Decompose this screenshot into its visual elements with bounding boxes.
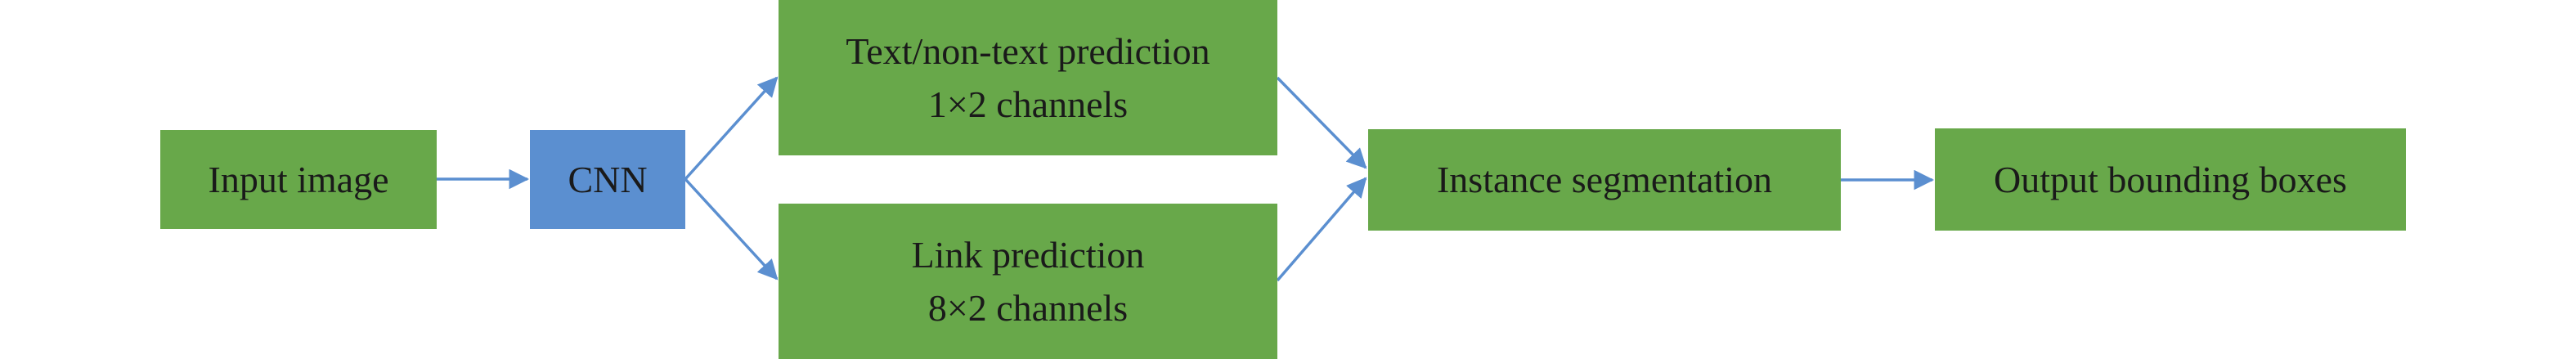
text-prediction-title: Text/non-text prediction	[846, 29, 1210, 72]
arrow-cnn-to-text-prediction	[684, 76, 779, 181]
instance-segmentation-box: Instance segmentation	[1368, 129, 1841, 231]
output-bounding-boxes-label: Output bounding boxes	[1994, 158, 2347, 200]
link-prediction-title: Link prediction	[911, 233, 1145, 276]
output-bounding-boxes-box: Output bounding boxes	[1935, 128, 2406, 231]
cnn-label: CNN	[568, 158, 648, 200]
link-prediction-box: Link prediction 8×2 channels	[779, 204, 1277, 359]
text-prediction-box: Text/non-text prediction 1×2 channels	[779, 0, 1277, 155]
instance-segmentation-label: Instance segmentation	[1436, 159, 1773, 201]
input-image-box: Input image	[160, 130, 437, 229]
input-image-label: Input image	[208, 158, 389, 200]
arrow-cnn-to-link-prediction	[684, 177, 779, 280]
arrow-text-to-instance-segmentation	[1276, 76, 1367, 169]
link-prediction-channels: 8×2 channels	[927, 287, 1129, 329]
arrow-link-to-instance-segmentation	[1276, 177, 1367, 282]
text-prediction-channels: 1×2 channels	[927, 83, 1129, 125]
cnn-box: CNN	[530, 130, 685, 229]
